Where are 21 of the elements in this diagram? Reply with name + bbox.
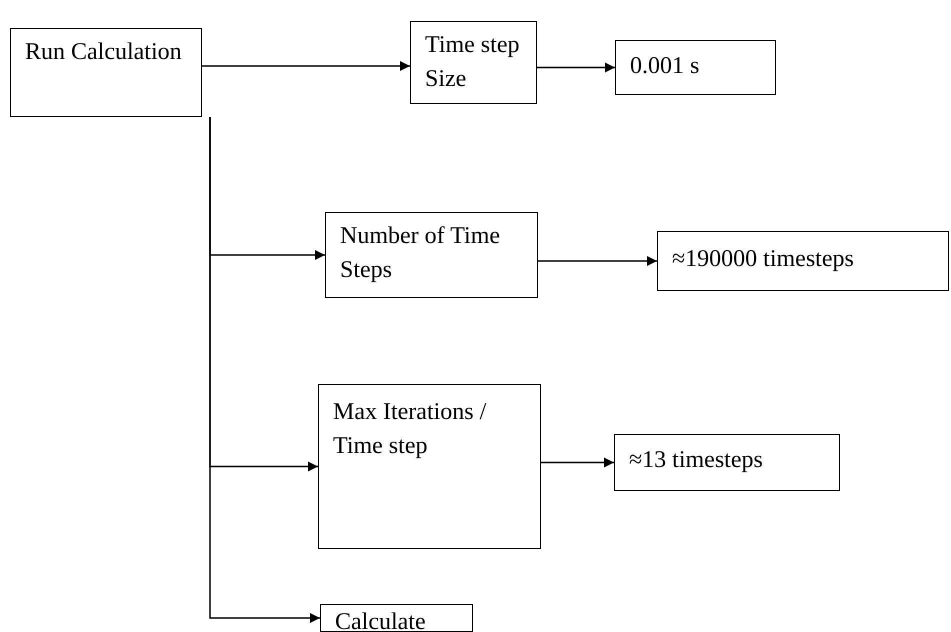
process-box [614, 434, 840, 491]
process-box [410, 21, 537, 104]
process-box [320, 604, 473, 632]
box-label: 0.001 s [630, 52, 700, 81]
box-label: ≈190000 timesteps [672, 245, 855, 274]
process-box [325, 212, 538, 298]
process-box [10, 28, 202, 117]
arrow [538, 256, 657, 266]
box-label: Calculate [335, 608, 427, 632]
process-box [657, 231, 949, 291]
arrow [537, 62, 615, 72]
box-label: Time step Size [425, 31, 520, 94]
box-label: ≈13 timesteps [629, 446, 764, 475]
process-box [318, 384, 541, 549]
box-label: Max Iterations / Time step [333, 398, 488, 461]
process-box [615, 40, 776, 95]
box-label: Number of Time Steps [340, 222, 502, 285]
box-label: Run Calculation [25, 38, 183, 67]
arrow [209, 117, 320, 623]
arrow [202, 61, 410, 71]
arrow [541, 458, 614, 468]
